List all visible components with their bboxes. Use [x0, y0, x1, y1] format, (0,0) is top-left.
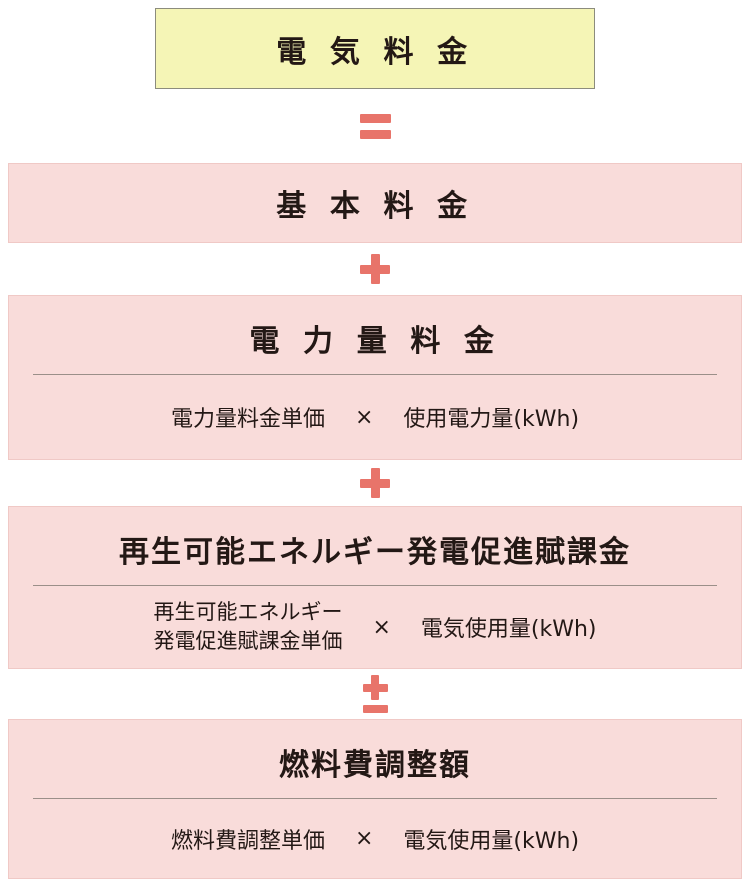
multiply-sign: ×	[354, 404, 374, 430]
fuel-unit-price-label: 燃料費調整単価	[170, 828, 325, 854]
renewable-unit-price-line1: 再生可能エネルギー	[153, 599, 343, 624]
energy-unit-price-label: 電力量料金単価	[170, 407, 325, 432]
divider	[33, 798, 717, 799]
renewable-surcharge-formula: 再生可能エネルギー 発電促進賦課金単価 × 電気使用量(kWh)	[9, 586, 741, 668]
energy-charge-box: 電 力 量 料 金 電力量料金単価 × 使用電力量(kWh)	[8, 295, 742, 460]
divider	[33, 585, 717, 586]
basic-charge-box: 基 本 料 金	[8, 163, 742, 243]
divider	[33, 374, 717, 375]
plus-icon	[360, 468, 390, 498]
plus-minus-icon	[362, 675, 388, 713]
plus-operator-row-1	[0, 243, 750, 295]
equals-operator-row	[0, 89, 750, 163]
fuel-cost-adjustment-formula: 燃料費調整単価 × 電気使用量(kWh)	[9, 799, 741, 878]
equals-bar-bottom	[359, 129, 391, 139]
multiply-sign: ×	[354, 826, 374, 851]
renewable-unit-price-line2: 発電促進賦課金単価	[153, 629, 343, 653]
electricity-charge-title-box: 電 気 料 金	[155, 8, 595, 89]
plus-minus-operator-row	[0, 669, 750, 719]
energy-charge-formula: 電力量料金単価 × 使用電力量(kWh)	[9, 375, 741, 459]
renewable-surcharge-box: 再生可能エネルギー発電促進賦課金 再生可能エネルギー 発電促進賦課金単価 × 電…	[8, 506, 742, 669]
electricity-charge-label: 電 気 料 金	[276, 34, 474, 70]
fuel-cost-adjustment-box: 燃料費調整額 燃料費調整単価 × 電気使用量(kWh)	[8, 719, 742, 879]
multiply-sign: ×	[372, 614, 391, 640]
plus-minus-plus-part	[362, 675, 388, 700]
renewable-surcharge-title: 再生可能エネルギー発電促進賦課金	[119, 535, 631, 570]
plus-icon	[360, 254, 390, 284]
renewable-unit-price-label: 再生可能エネルギー 発電促進賦課金単価	[153, 598, 342, 657]
fuel-cost-adjustment-title: 燃料費調整額	[279, 748, 471, 783]
basic-charge-title: 基 本 料 金	[276, 189, 474, 224]
plus-minus-minus-part	[362, 705, 388, 713]
energy-charge-title: 電 力 量 料 金	[249, 324, 501, 359]
equals-bar-top	[359, 113, 391, 123]
plus-operator-row-2	[0, 460, 750, 506]
equals-icon	[359, 113, 391, 139]
renewable-usage-label: 電気使用量(kWh)	[420, 617, 597, 642]
energy-usage-label: 使用電力量(kWh)	[403, 407, 580, 432]
fuel-usage-label: 電気使用量(kWh)	[403, 828, 580, 854]
